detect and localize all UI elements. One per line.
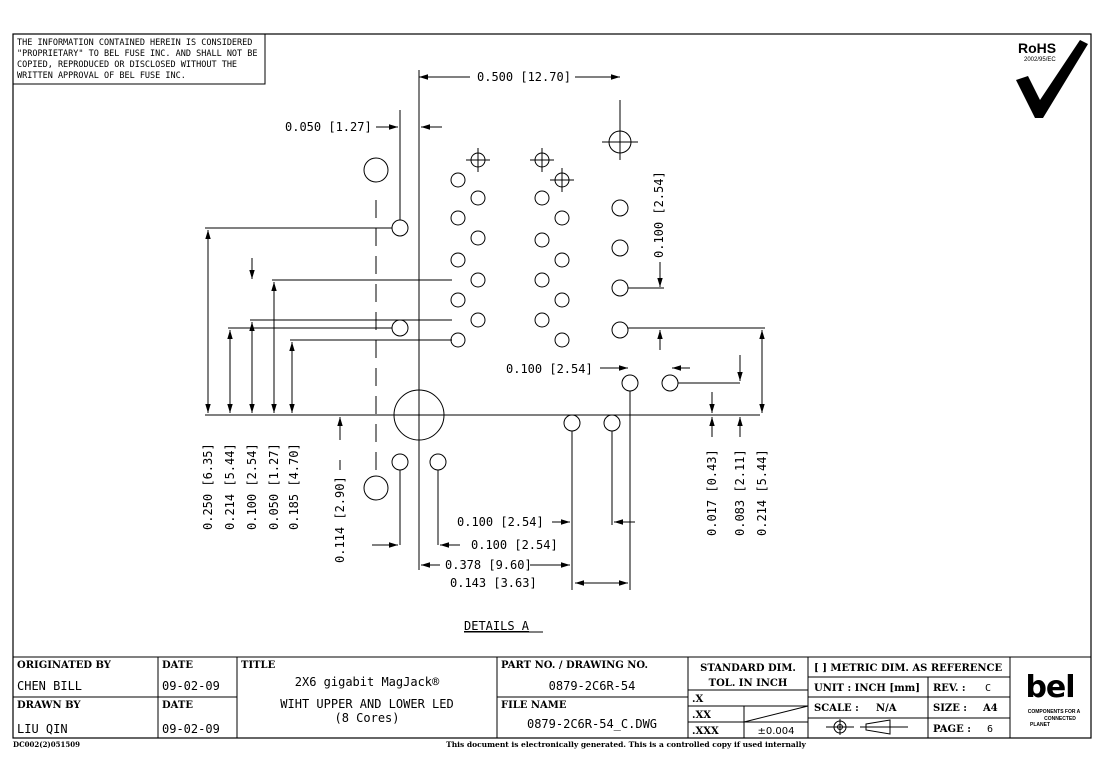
footer-notice: This document is electronically generate… [446, 740, 806, 749]
date-label-1: DATE [162, 660, 193, 671]
file-name-label: FILE NAME [501, 700, 567, 711]
oval-hole-top [363, 157, 389, 183]
bel-logo-wordmark: bel [1025, 670, 1074, 705]
dim-0378: 0.378 [9.60] [445, 558, 532, 572]
dim-0100-bottom-1: 0.100 [2.54] [457, 515, 544, 529]
oval-hole-bottom [363, 475, 389, 501]
title-line-2: WIHT UPPER AND LOWER LED [280, 697, 453, 711]
tol-xxx-value: ±0.004 [757, 726, 794, 737]
dim-0185: 0.185 [4.70] [287, 443, 301, 530]
title-block [13, 656, 1091, 738]
scale-value: N/A [876, 703, 897, 714]
title-line-3: (8 Cores) [334, 711, 399, 725]
dimension-lines [205, 74, 765, 586]
file-name-value: 0879-2C6R-54_C.DWG [527, 717, 657, 731]
dim-0250: 0.250 [6.35] [201, 443, 215, 530]
bel-logo: bel COMPONENTS FOR A CONNECTED PLANET [1025, 670, 1080, 728]
unit-label: UNIT : INCH [mm] [814, 683, 920, 694]
drawn-by-label: DRAWN BY [17, 700, 81, 711]
bel-tagline-2: CONNECTED [1044, 716, 1076, 722]
dim-0500: 0.500 [12.70] [477, 70, 571, 84]
dimension-labels: 0.500 [12.70] 0.050 [1.27] 0.100 [2.54] … [201, 70, 769, 590]
standard-dim-label: STANDARD DIM. [700, 663, 796, 674]
originated-by-value: CHEN BILL [17, 679, 82, 693]
tol-label: TOL. IN INCH [709, 678, 788, 689]
page-label: PAGE : [933, 724, 971, 735]
part-no-value: 0879-2C6R-54 [549, 679, 636, 693]
dim-0083: 0.083 [2.11] [733, 449, 747, 536]
notice-line-2: "PROPRIETARY" TO BEL FUSE INC. AND SHALL… [17, 49, 258, 59]
rohs-directive: 2002/95/EC [1024, 57, 1056, 63]
page-value: 6 [987, 724, 993, 735]
title-line-1: 2X6 gigabit MagJack® [295, 675, 440, 689]
date-value-1: 09-02-09 [162, 679, 220, 693]
originated-by-label: ORIGINATED BY [17, 660, 112, 671]
dim-0214-left: 0.214 [5.44] [223, 443, 237, 530]
sheet-border [12, 33, 1092, 739]
detail-drawing [205, 70, 765, 590]
rev-value: C [985, 683, 991, 694]
rev-label: REV. : [933, 683, 966, 694]
dim-0100-bottom-2: 0.100 [2.54] [471, 538, 558, 552]
drawn-by-value: LIU QIN [17, 722, 68, 736]
dim-0143: 0.143 [3.63] [450, 576, 537, 590]
projection-symbol-icon [826, 719, 908, 735]
notice-line-1: THE INFORMATION CONTAINED HEREIN IS CONS… [17, 38, 252, 48]
size-value: A4 [982, 703, 998, 714]
dim-0214-right: 0.214 [5.44] [755, 449, 769, 536]
doc-code: DC002(2)051509 [13, 740, 80, 749]
metric-label: [ ] METRIC DIM. AS REFERENCE [814, 663, 1003, 674]
rohs-mark: RoHS 2002/95/EC [1016, 40, 1088, 118]
dim-0114: 0.114 [2.90] [333, 476, 347, 563]
title-label: TITLE [241, 660, 276, 671]
notice-line-3: COPIED, REPRODUCED OR DISCLOSED WITHOUT … [17, 60, 237, 70]
dim-0100-vertical: 0.100 [2.54] [652, 171, 666, 258]
crosshair-holes [466, 124, 638, 192]
details-label: DETAILS A [464, 619, 530, 633]
pin-holes [391, 172, 679, 471]
bel-tagline-1: COMPONENTS FOR A [1028, 709, 1081, 715]
scale-label: SCALE : [814, 703, 859, 714]
bel-tagline-3: PLANET [1030, 722, 1050, 728]
part-no-label: PART NO. / DRAWING NO. [501, 660, 648, 671]
tol-xxx: .XXX [692, 726, 719, 737]
title-block-text: ORIGINATED BY CHEN BILL DATE 09-02-09 DR… [17, 660, 1003, 737]
dim-0050-left: 0.050 [1.27] [267, 443, 281, 530]
dim-0100-left: 0.100 [2.54] [245, 443, 259, 530]
proprietary-notice: THE INFORMATION CONTAINED HEREIN IS CONS… [12, 33, 266, 85]
dim-0050-top: 0.050 [1.27] [285, 120, 372, 134]
size-label: SIZE : [933, 703, 967, 714]
dim-0017: 0.017 [0.43] [705, 449, 719, 536]
dim-0100-mid: 0.100 [2.54] [506, 362, 593, 376]
checkmark-icon [1016, 40, 1088, 118]
rohs-title: RoHS [1018, 40, 1056, 56]
tol-x: .X [692, 694, 703, 705]
tol-xx: .XX [692, 710, 711, 721]
date-label-2: DATE [162, 700, 193, 711]
notice-line-4: WRITTEN APPROVAL OF BEL FUSE INC. [17, 71, 186, 81]
date-value-2: 09-02-09 [162, 722, 220, 736]
